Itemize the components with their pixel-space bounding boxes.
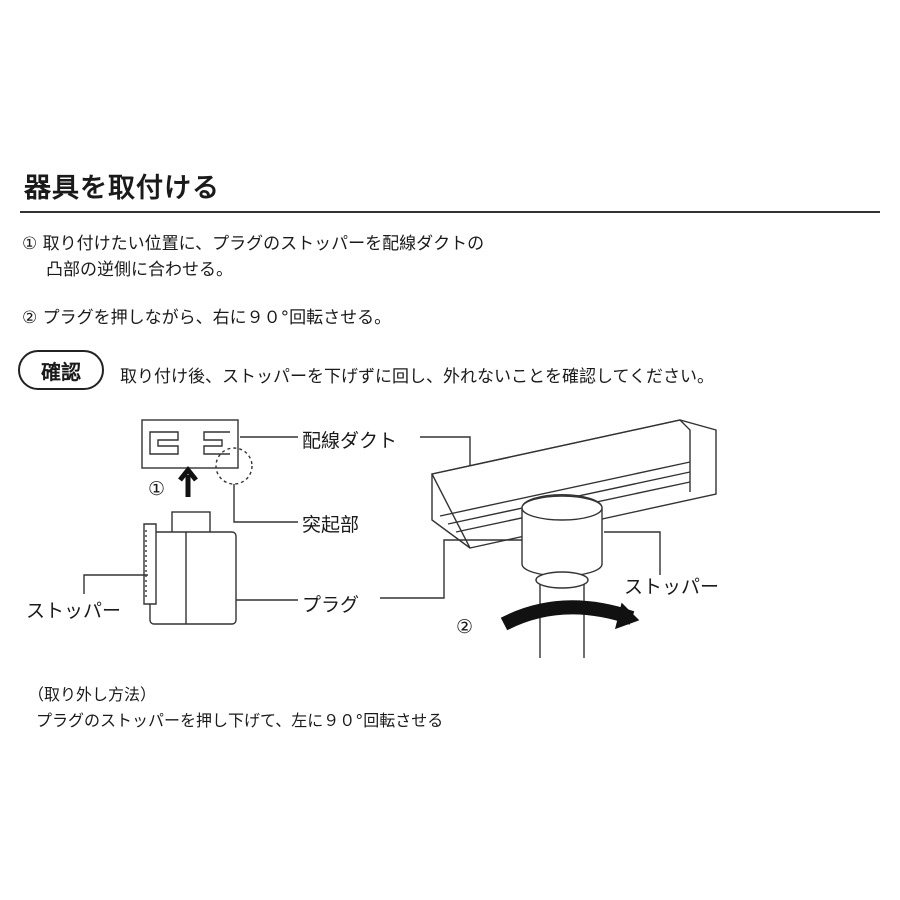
- page-title: 器具を取付ける: [24, 173, 220, 204]
- removal-heading: （取り外し方法）: [28, 685, 157, 704]
- confirm-text: 取り付け後、ストッパーを下げずに回し、外れないことを確認してください。: [120, 367, 714, 387]
- step-1-line-1: ① 取り付けたい位置に、プラグのストッパーを配線ダクトの: [22, 234, 485, 254]
- up-arrow-icon: [178, 465, 198, 497]
- duct-cross-section: [141, 419, 239, 469]
- step-1-line-2: 凸部の逆側に合わせる。: [46, 260, 233, 280]
- label-protrusion: 突起部: [302, 514, 360, 536]
- protrusion-highlight-circle: [215, 447, 253, 485]
- step-1-marker: ①: [148, 478, 166, 500]
- label-plug: プラグ: [302, 594, 360, 616]
- label-stopper-left: ストッパー: [26, 600, 122, 622]
- label-wiring-duct: 配線ダクト: [302, 430, 398, 452]
- plug-perspective: [521, 493, 603, 658]
- rotate-arrow-icon: [500, 600, 635, 631]
- title-divider: [20, 211, 880, 213]
- step-2-marker: ②: [456, 616, 474, 638]
- plug-side-view: [143, 511, 237, 625]
- label-stopper-right: ストッパー: [624, 576, 720, 598]
- confirm-badge: 確認: [18, 350, 104, 390]
- removal-text: プラグのストッパーを押し下げて、左に９０°回転させる: [36, 711, 444, 730]
- step-2-text: ② プラグを押しながら、右に９０°回転させる。: [22, 308, 392, 328]
